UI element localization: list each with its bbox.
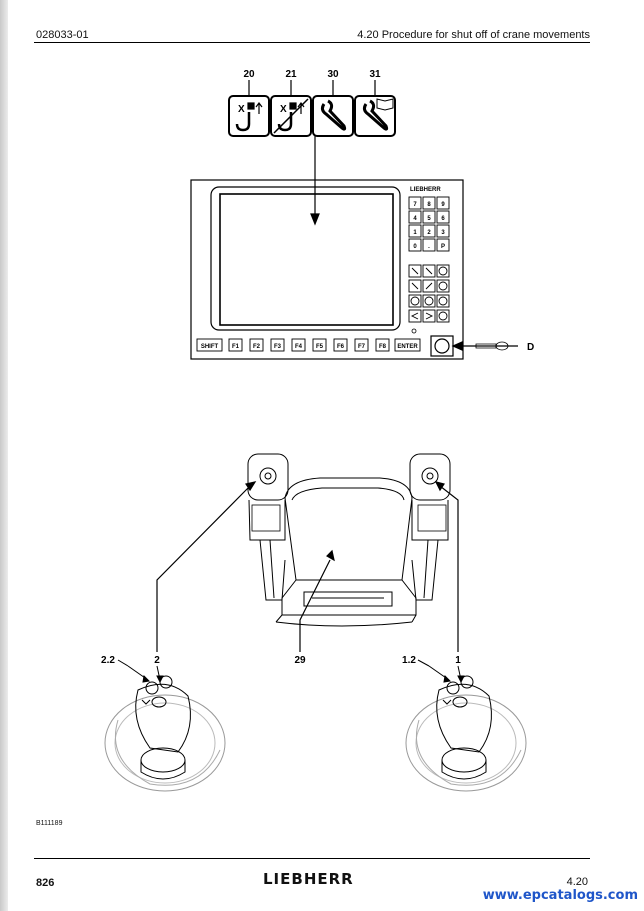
numpad-key: 2: [427, 230, 431, 236]
page-edge-shadow: [0, 0, 8, 911]
section-title: 4.20 Procedure for shut off of crane mov…: [357, 29, 590, 41]
function-key-label: SHIFT: [201, 344, 219, 350]
numpad-key: 4: [413, 216, 417, 222]
watermark-link[interactable]: www.epcatalogs.com: [482, 888, 638, 903]
numpad-key: 0: [413, 244, 417, 250]
hook-off-icon-20: X: [228, 95, 270, 137]
numpad-key: 9: [441, 202, 445, 208]
technical-figure: X X: [101, 69, 534, 792]
function-key-label: ENTER: [397, 344, 418, 350]
wrench-book-icon-31: [354, 95, 396, 137]
numpad-key: 1: [413, 230, 417, 236]
label-1: 1: [455, 655, 461, 666]
label-29: 29: [294, 655, 306, 666]
function-key-label: F8: [379, 344, 387, 350]
function-key-label: F7: [358, 344, 366, 350]
ignition-key-d: [451, 341, 518, 351]
key-label-d: D: [527, 342, 534, 353]
footer-rule: [34, 858, 590, 859]
right-joystick-drawing: [405, 665, 527, 792]
numpad-labels: 7 8 9 4 5 6 1 2 3 0 . P: [413, 202, 445, 250]
function-key-label: F2: [253, 344, 261, 350]
function-key-label: F3: [274, 344, 282, 350]
wrench-icon-30: [312, 95, 354, 137]
page-number: 826: [36, 877, 55, 889]
panel-brand: LIEBHERR: [410, 187, 441, 193]
document-number: 028033-01: [36, 29, 89, 41]
icon-label-31: 31: [369, 69, 381, 80]
numpad-key: 8: [427, 202, 431, 208]
function-keys: [196, 338, 421, 352]
label-1-2: 1.2: [402, 655, 416, 666]
numpad-key: .: [428, 244, 430, 250]
label-2-2: 2.2: [101, 655, 115, 666]
icon-label-21: 21: [285, 69, 297, 80]
function-key-label: F5: [316, 344, 324, 350]
control-panel-device: [190, 179, 464, 360]
label-2: 2: [154, 655, 160, 666]
operator-seat-drawing: [247, 453, 451, 627]
numpad: [408, 196, 450, 252]
function-key-label: F1: [232, 344, 240, 350]
svg-text:X: X: [280, 104, 287, 115]
function-key-label: F4: [295, 344, 303, 350]
svg-text:X: X: [238, 104, 245, 115]
hook-override-icon-21: X: [270, 95, 312, 137]
numpad-key: 6: [441, 216, 445, 222]
numpad-key: P: [441, 244, 445, 250]
symbol-keys: [408, 264, 450, 323]
header-rule: [34, 42, 590, 43]
numpad-key: 3: [441, 230, 445, 236]
left-joystick-drawing: [104, 665, 226, 792]
function-key-label: F6: [337, 344, 345, 350]
icon-label-30: 30: [327, 69, 339, 80]
numpad-key: 7: [413, 202, 417, 208]
section-number: 4.20: [566, 876, 588, 888]
figure-id: B111189: [36, 820, 63, 827]
icon-label-20: 20: [243, 69, 255, 80]
numpad-key: 5: [427, 216, 431, 222]
liebherr-logo: LIEBHERR: [263, 870, 354, 888]
